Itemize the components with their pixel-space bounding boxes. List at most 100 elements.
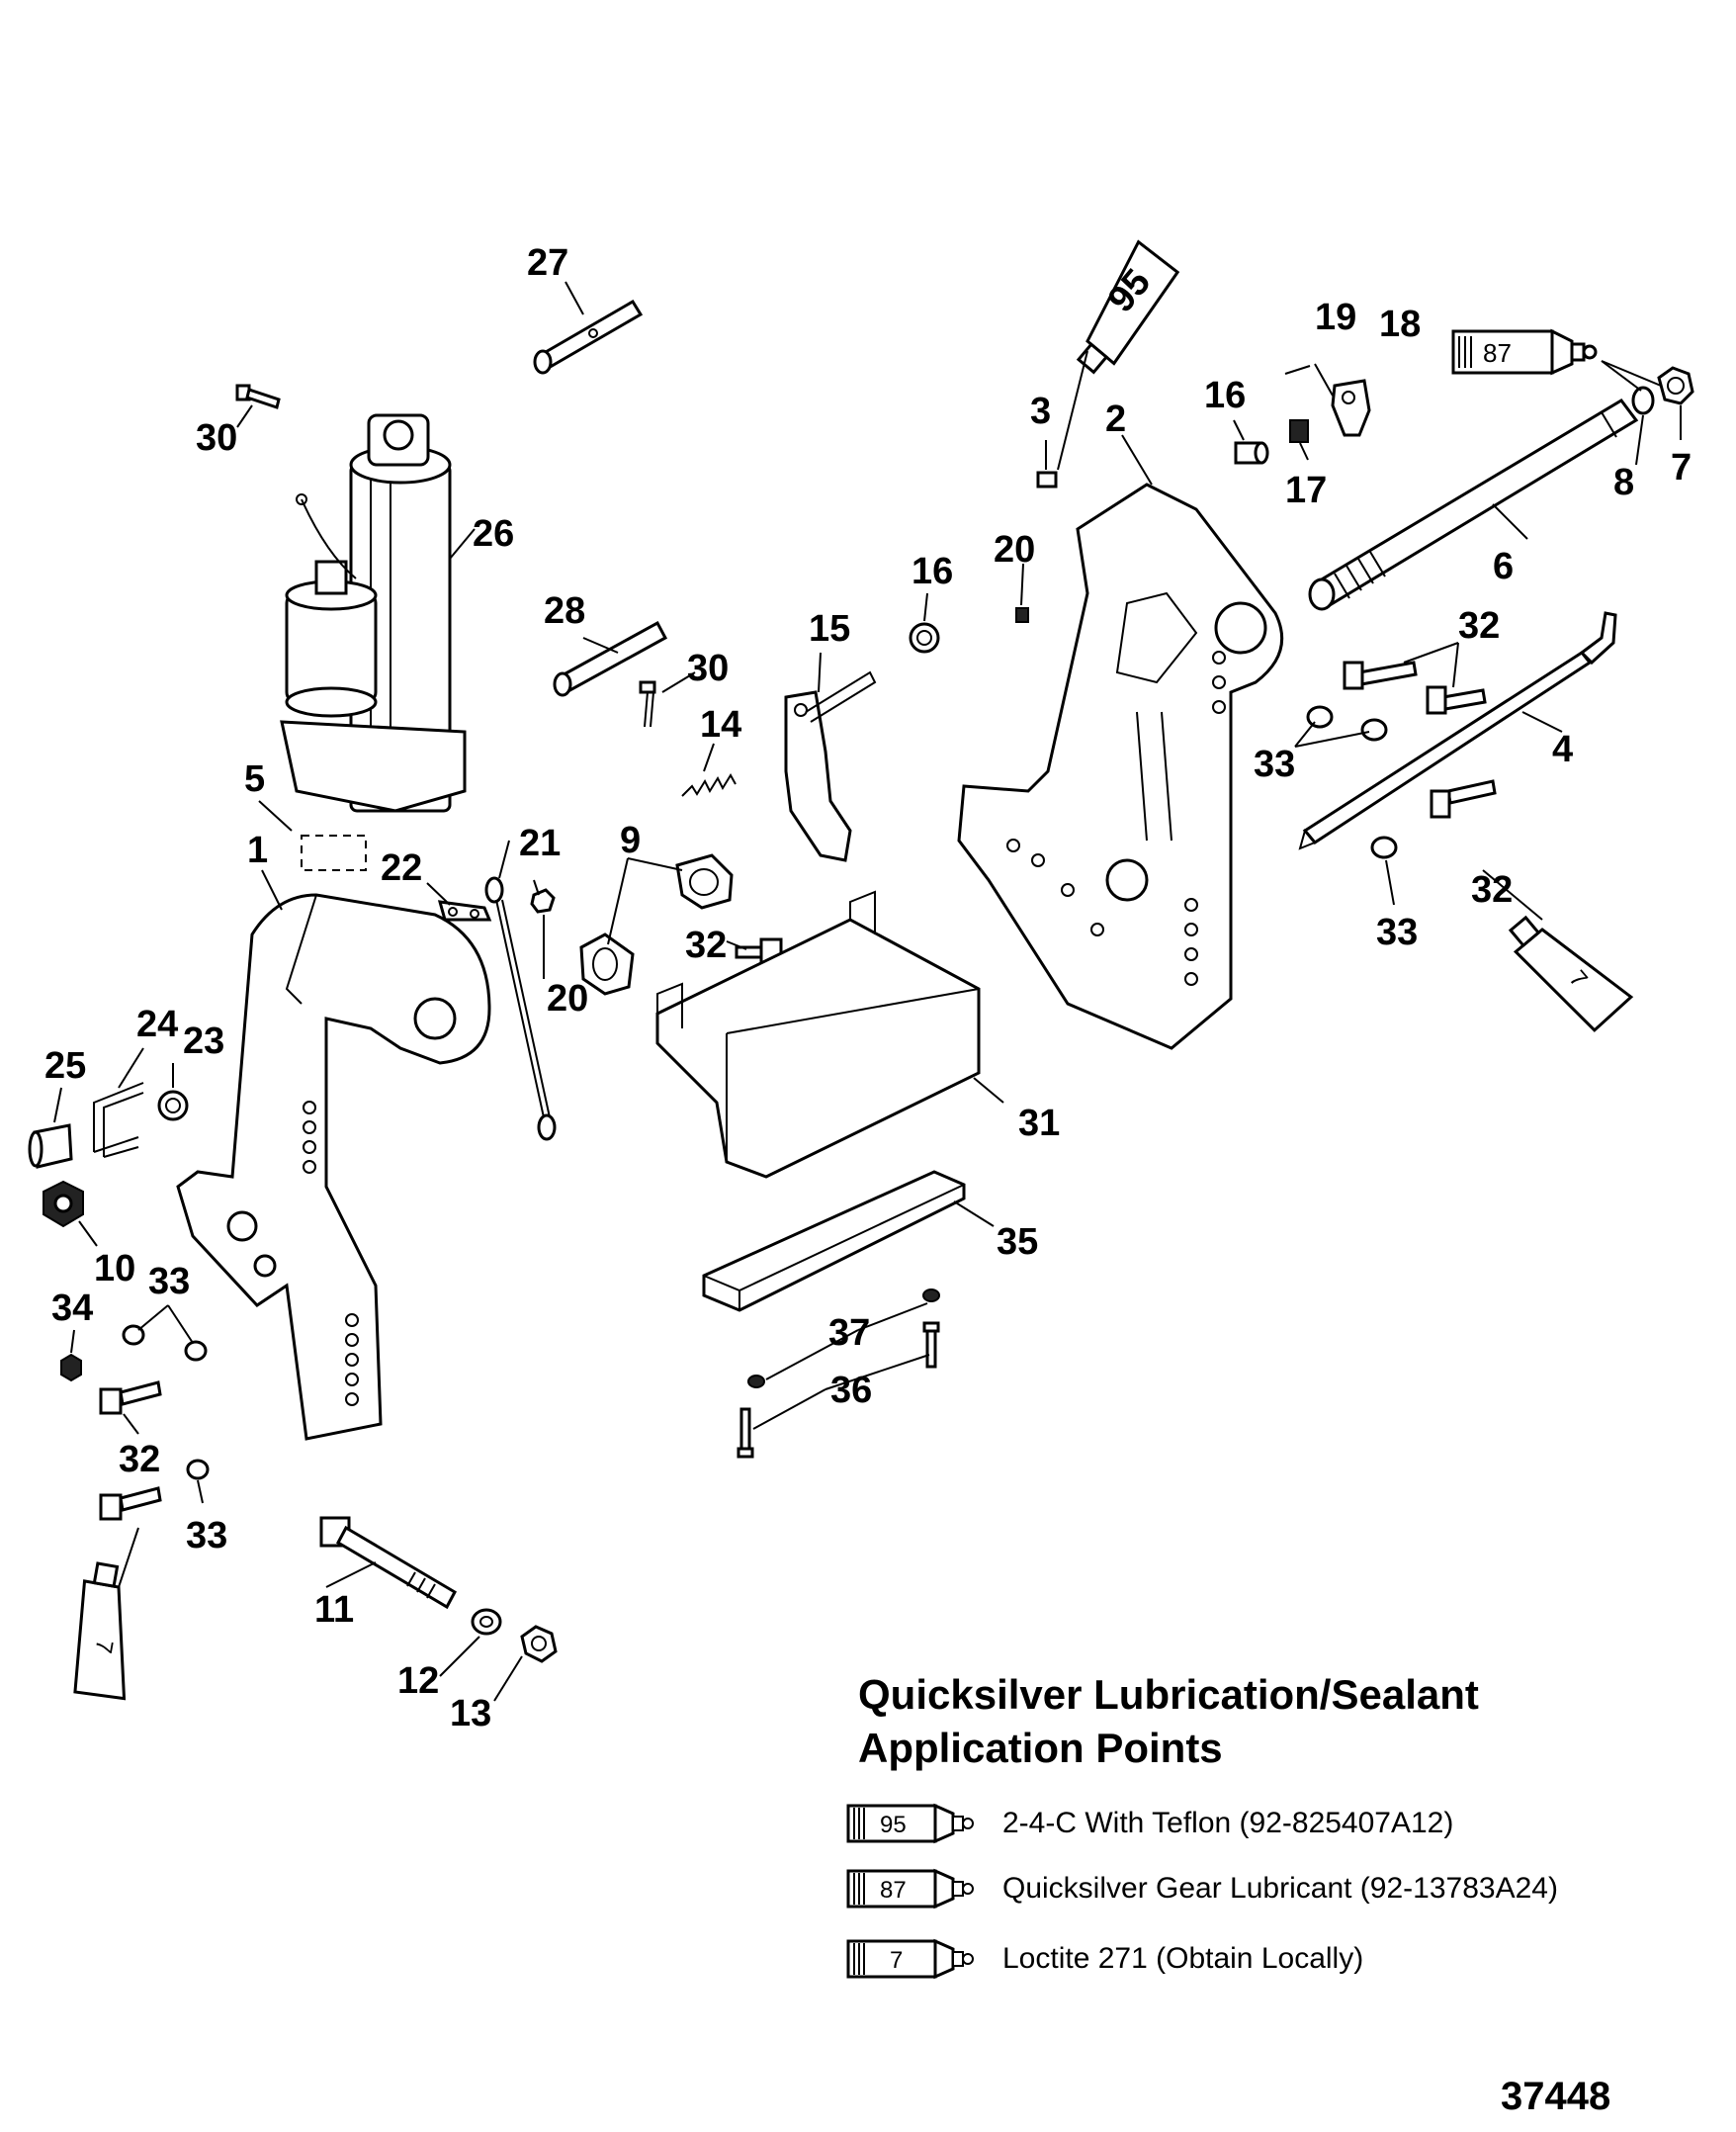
lubricant-tube-icon: 87 — [846, 1868, 974, 1910]
callout-27: 26 — [473, 513, 514, 555]
callout-8: 8 — [1613, 462, 1634, 503]
lubricant-tube-icon: 7 — [846, 1938, 974, 1980]
part-5-outline — [301, 835, 367, 871]
part-30-screw-mid — [639, 680, 656, 728]
leader-lines — [53, 281, 1682, 1702]
callout-1: 1 — [247, 830, 268, 871]
part-16-bushing-top — [1234, 441, 1269, 465]
legend-tube-code: 87 — [880, 1877, 907, 1904]
part-12-washer — [471, 1608, 502, 1636]
callout-29: 28 — [544, 590, 585, 632]
tube-7-label-left: 7 — [89, 1638, 118, 1655]
part-29-pin — [553, 620, 668, 697]
callout-22: 21 — [519, 823, 561, 864]
part-31-support — [655, 890, 981, 1179]
part-33-washers-left — [122, 1324, 210, 1480]
part-15-lever — [784, 670, 877, 862]
callout-35: 35 — [997, 1221, 1038, 1263]
callout-5: 5 — [244, 758, 265, 800]
tube-87-diagram: 87 — [1451, 328, 1598, 376]
callout-6: 6 — [1493, 546, 1514, 587]
callout-10: 10 — [94, 1248, 135, 1289]
callout-16-mid: 16 — [911, 551, 953, 592]
part-23-bracket — [437, 900, 492, 922]
part-14-spring — [681, 773, 737, 797]
callout-15: 15 — [809, 608, 850, 650]
bracket-1-holes — [303, 1101, 359, 1406]
legend-tube-code: 7 — [890, 1947, 903, 1974]
callout-32-right-top: 32 — [1458, 605, 1500, 647]
part-6-tilt-tube — [1308, 399, 1639, 611]
part-35-pad — [702, 1170, 966, 1312]
part-11-bolt — [319, 1516, 457, 1610]
callout-32-right-bottom: 32 — [1471, 869, 1513, 911]
part-8-washer — [1631, 386, 1655, 415]
callout-33-right-bottom: 33 — [1376, 912, 1418, 953]
callout-4: 4 — [1552, 729, 1573, 770]
tube-95-diagram: 95 — [1076, 239, 1180, 375]
part-3-plug — [1036, 471, 1058, 489]
callout-numbers: 27 30 26 28 30 14 15 16 20 3 2 16 17 19 … — [44, 242, 1692, 1734]
callout-25: 24 — [136, 1004, 178, 1045]
callout-23: 22 — [381, 847, 422, 889]
tube-7-diagram-right: 7 — [1508, 915, 1634, 1032]
callout-19: 19 — [1315, 297, 1356, 338]
part-30-screw-top — [235, 384, 281, 409]
part-36-screw — [737, 1321, 940, 1459]
part-7-nut — [1657, 366, 1694, 405]
callout-17: 17 — [1285, 470, 1327, 511]
callout-36: 36 — [830, 1370, 872, 1411]
part-19-pin — [1284, 365, 1311, 375]
part-34-nut — [60, 1353, 82, 1382]
callout-20: 20 — [994, 529, 1035, 571]
part-16-bushing-mid — [909, 622, 940, 654]
part-21-nut — [530, 888, 556, 914]
legend-title-line1: Quicksilver Lubrication/Sealant — [858, 1671, 1479, 1718]
callout-11: 11 — [314, 1589, 354, 1631]
callout-31: 31 — [1018, 1103, 1060, 1144]
part-13-nut — [520, 1625, 558, 1663]
callout-30-top: 30 — [196, 417, 237, 459]
callout-34: 34 — [51, 1288, 93, 1329]
callout-14: 14 — [700, 704, 741, 746]
callout-30-mid: 30 — [687, 648, 729, 689]
callout-28: 27 — [527, 242, 568, 284]
part-28-pin — [533, 299, 644, 375]
legend-item-label: Loctite 271 (Obtain Locally) — [1002, 1942, 1364, 1975]
part-20-screw — [1015, 607, 1029, 623]
part-27-trim-cylinder — [280, 413, 467, 813]
callout-24: 23 — [183, 1021, 224, 1062]
legend-tube-code: 95 — [880, 1812, 907, 1838]
lubricant-tube-icon: 95 — [846, 1803, 974, 1844]
callout-33-right-top: 33 — [1254, 744, 1295, 785]
callout-32-mid: 32 — [685, 925, 727, 966]
bracket-2-holes — [1006, 651, 1226, 986]
callout-37: 37 — [828, 1312, 870, 1354]
callout-32-left: 32 — [119, 1439, 160, 1480]
part-18-cam — [1331, 379, 1371, 437]
part-9-plate — [579, 853, 734, 996]
callout-18: 18 — [1379, 304, 1421, 345]
callout-13: 13 — [450, 1693, 491, 1734]
part-26-cap — [28, 1123, 73, 1169]
callout-21: 20 — [547, 978, 588, 1020]
part-24-bushing — [157, 1090, 189, 1121]
legend-item-teflon: 95 2-4-C With Teflon (92-825407A12) — [846, 1798, 1453, 1849]
callout-7: 7 — [1671, 447, 1692, 489]
callout-12: 12 — [397, 1660, 439, 1702]
figure-number: 37448 — [1501, 2075, 1611, 2118]
legend-item-loctite: 7 Loctite 271 (Obtain Locally) — [846, 1933, 1363, 1985]
part-22-link — [484, 876, 557, 1141]
callout-3: 3 — [1030, 391, 1051, 432]
part-1-left-bracket — [176, 893, 491, 1441]
callout-9: 9 — [620, 820, 641, 861]
callout-2: 2 — [1105, 399, 1126, 440]
tube-7-diagram-left: 7 — [73, 1561, 127, 1701]
legend-item-label: Quicksilver Gear Lubricant (92-13783A24) — [1002, 1872, 1558, 1905]
callout-33-left-bottom: 33 — [186, 1515, 227, 1556]
legend-item-label: 2-4-C With Teflon (92-825407A12) — [1002, 1807, 1454, 1839]
callout-26: 25 — [44, 1045, 86, 1087]
legend-item-gear-lube: 87 Quicksilver Gear Lubricant (92-13783A… — [846, 1863, 1558, 1914]
callout-33-left-top: 33 — [148, 1261, 190, 1302]
